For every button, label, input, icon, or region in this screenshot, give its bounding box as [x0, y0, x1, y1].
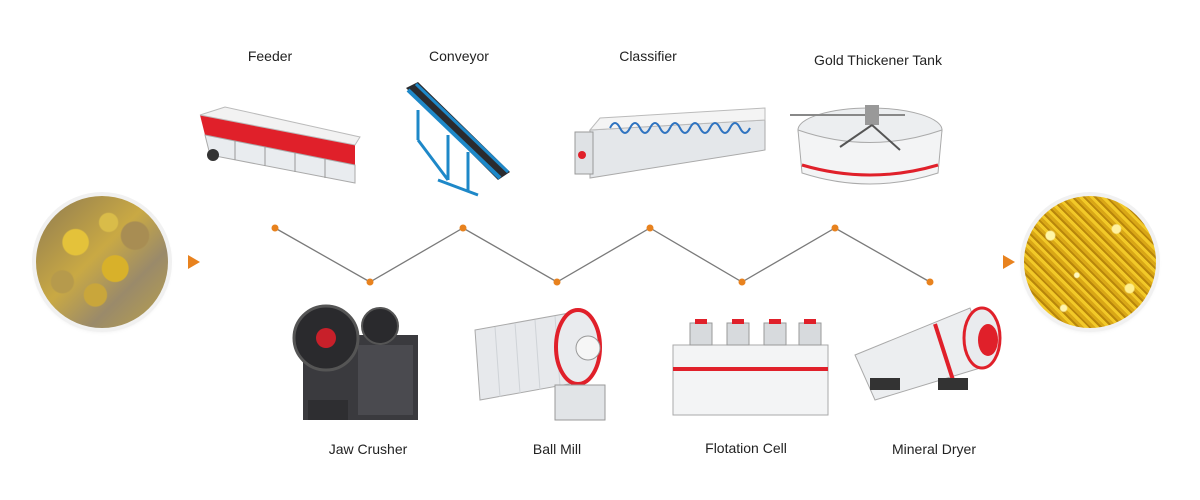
step-label-conveyor: Conveyor — [429, 48, 489, 64]
gold-ore-icon — [36, 196, 168, 328]
flow-node — [831, 224, 839, 232]
arrow-right-icon — [1003, 255, 1015, 269]
step-label-flotation-cell: Flotation Cell — [705, 440, 787, 456]
arrow-right-icon — [188, 255, 200, 269]
flow-node — [271, 224, 279, 232]
flow-node — [459, 224, 467, 232]
jaw-crusher-icon — [292, 304, 418, 420]
flow-node — [553, 278, 561, 286]
mineral-dryer-icon — [854, 306, 1002, 401]
flow-line — [274, 227, 931, 283]
flow-node — [738, 278, 746, 286]
step-label-feeder: Feeder — [247, 48, 293, 64]
thickener-tank-icon — [790, 105, 943, 185]
step-label-mineral-dryer: Mineral Dryer — [891, 441, 977, 457]
flow-node — [926, 278, 934, 286]
conveyor-icon — [406, 82, 510, 197]
step-label-ball-mill: Ball Mill — [532, 441, 582, 457]
flow-node — [646, 224, 654, 232]
step-label-classifier: Classifier — [619, 48, 677, 64]
flow-node — [366, 278, 374, 286]
classifier-icon — [574, 107, 766, 179]
feeder-icon — [199, 106, 361, 184]
step-label-jaw-crusher: Jaw Crusher — [328, 441, 408, 457]
ball-mill-icon — [474, 308, 606, 421]
gold-particles-icon — [1024, 196, 1156, 328]
flotation-cell-icon — [672, 319, 829, 416]
step-label-thickener: Gold Thickener Tank — [814, 52, 942, 68]
